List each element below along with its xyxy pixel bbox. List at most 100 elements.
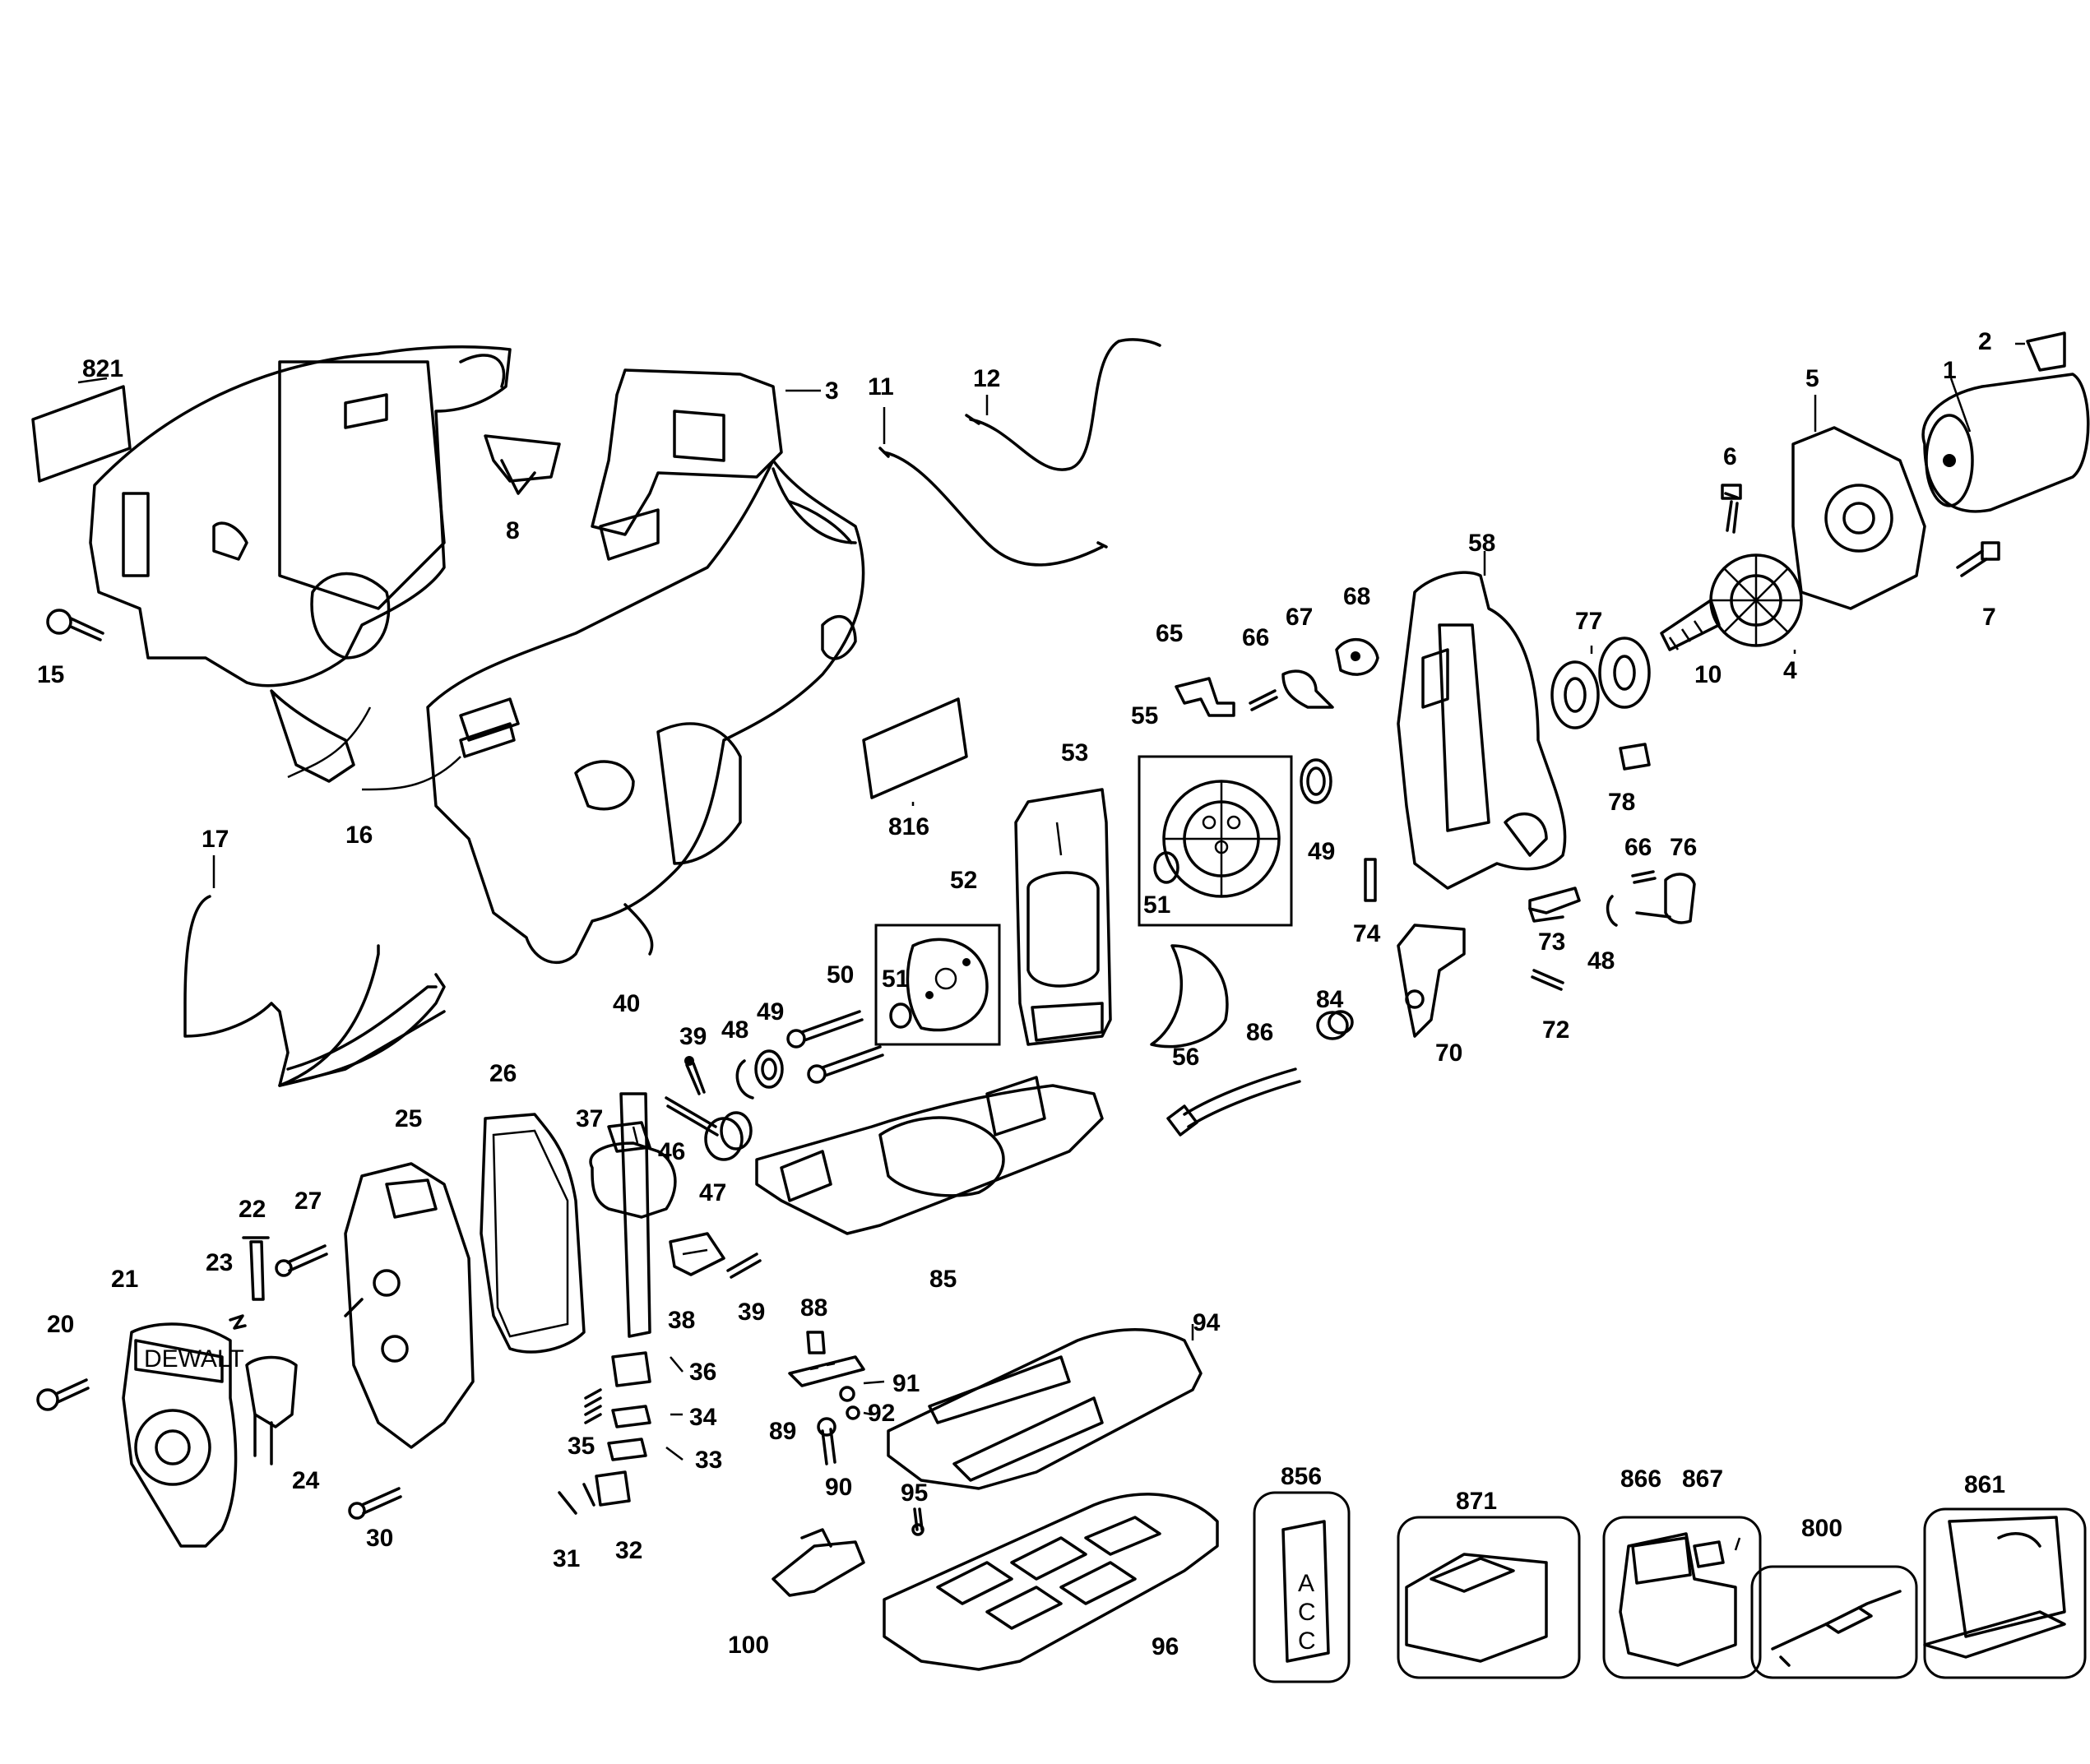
part-21-front-cover: DEWALT <box>122 1322 244 1548</box>
part-77-bearings <box>1550 637 1651 729</box>
label-816: 816 <box>888 813 929 840</box>
part-52-eccentric-assembly <box>874 924 1001 1046</box>
label-70: 70 <box>1435 1039 1462 1067</box>
label-17: 17 <box>202 826 229 853</box>
part-49-washer-b <box>754 1049 784 1089</box>
brand-text: DEWALT <box>144 1345 244 1373</box>
part-867-cap <box>1693 1540 1725 1568</box>
label-867: 867 <box>1682 1465 1723 1493</box>
part-92-washer <box>846 1405 860 1420</box>
label-26: 26 <box>489 1060 517 1087</box>
label-12: 12 <box>973 365 1000 392</box>
label-94: 94 <box>1193 1309 1221 1336</box>
label-96: 96 <box>1152 1633 1179 1660</box>
label-55: 55 <box>1131 702 1158 729</box>
leader-16 <box>287 706 461 791</box>
label-76: 76 <box>1670 834 1697 861</box>
label-88: 88 <box>800 1294 827 1322</box>
label-46: 46 <box>658 1138 685 1165</box>
part-66-screw-b <box>1631 870 1657 884</box>
label-51b: 51 <box>882 965 909 993</box>
label-36: 36 <box>689 1359 716 1386</box>
label-856: 856 <box>1281 1463 1322 1490</box>
label-50: 50 <box>827 961 854 988</box>
label-39b: 39 <box>738 1299 765 1326</box>
part-74-pin <box>1364 858 1377 902</box>
label-67: 67 <box>1286 604 1313 631</box>
label-22: 22 <box>239 1196 266 1223</box>
label-84: 84 <box>1316 986 1344 1013</box>
part-4-gear <box>1709 553 1803 654</box>
part-2-terminal <box>2015 331 2066 372</box>
part-70-lever <box>1397 924 1466 1038</box>
label-23: 23 <box>206 1249 233 1276</box>
label-100: 100 <box>728 1632 769 1659</box>
part-33-shim <box>607 1438 647 1461</box>
part-56-shield <box>1150 944 1229 1049</box>
part-37-plunger <box>589 1092 677 1338</box>
part-53-plate <box>1014 788 1112 1046</box>
label-25: 25 <box>395 1105 422 1132</box>
label-47: 47 <box>699 1179 726 1206</box>
label-866: 866 <box>1620 1465 1661 1493</box>
label-40: 40 <box>613 990 640 1017</box>
part-65-bracket <box>1175 677 1235 717</box>
label-53: 53 <box>1061 739 1088 766</box>
part-6-screw <box>1721 484 1742 534</box>
part-95-screw <box>911 1507 925 1536</box>
label-37: 37 <box>576 1105 603 1132</box>
label-52: 52 <box>950 867 977 894</box>
label-68: 68 <box>1343 583 1370 610</box>
label-58: 58 <box>1468 530 1495 557</box>
label-35: 35 <box>568 1433 595 1460</box>
label-861: 861 <box>1964 1471 2005 1498</box>
label-38: 38 <box>668 1307 695 1334</box>
part-46-pin <box>665 1096 719 1137</box>
label-92: 92 <box>868 1400 895 1427</box>
label-48b: 48 <box>1587 947 1615 975</box>
part-88-pin <box>806 1331 826 1354</box>
part-66-screw-a <box>1249 689 1278 711</box>
label-16: 16 <box>345 822 373 849</box>
part-32-clamp <box>595 1470 631 1507</box>
label-90: 90 <box>825 1474 852 1501</box>
part-35-spring <box>584 1388 602 1424</box>
part-15-screw <box>46 609 104 641</box>
part-68-cam <box>1335 637 1379 676</box>
label-21: 21 <box>111 1266 138 1293</box>
part-48-clip-b <box>1606 895 1618 927</box>
part-67-spring-clip <box>1281 669 1334 709</box>
label-6: 6 <box>1723 443 1737 470</box>
part-39-screw-a <box>684 1056 706 1095</box>
label-3: 3 <box>825 377 839 405</box>
part-72-pin <box>1531 969 1564 991</box>
label-34: 34 <box>689 1404 717 1431</box>
label-15: 15 <box>37 661 64 688</box>
part-866-battery <box>1602 1516 1762 1679</box>
part-8-switch-lever <box>484 434 561 495</box>
part-73-link <box>1528 887 1581 923</box>
acc-letter-a: A <box>1298 1570 1314 1597</box>
part-25-cover-plate <box>344 1162 475 1449</box>
part-20-screw <box>36 1378 90 1411</box>
part-24-guard <box>245 1355 298 1465</box>
label-78: 78 <box>1608 789 1635 816</box>
part-11-12-wires <box>878 338 1161 567</box>
label-2: 2 <box>1978 328 1992 355</box>
part-7-screw <box>1956 541 2000 577</box>
acc-letter-c1: C <box>1298 1599 1316 1626</box>
part-47-roller <box>704 1111 753 1161</box>
label-1: 1 <box>1943 357 1957 384</box>
acc-letter-c2: C <box>1298 1627 1316 1655</box>
part-1-motor <box>1921 373 2090 513</box>
part-85-base <box>755 1076 1104 1235</box>
label-32: 32 <box>615 1537 642 1564</box>
part-78-clip <box>1619 743 1651 771</box>
label-73: 73 <box>1538 928 1565 956</box>
part-100-guard <box>772 1528 865 1597</box>
part-26-gasket <box>480 1113 586 1354</box>
label-77: 77 <box>1575 608 1602 635</box>
label-821: 821 <box>82 355 123 382</box>
label-8: 8 <box>506 517 520 544</box>
